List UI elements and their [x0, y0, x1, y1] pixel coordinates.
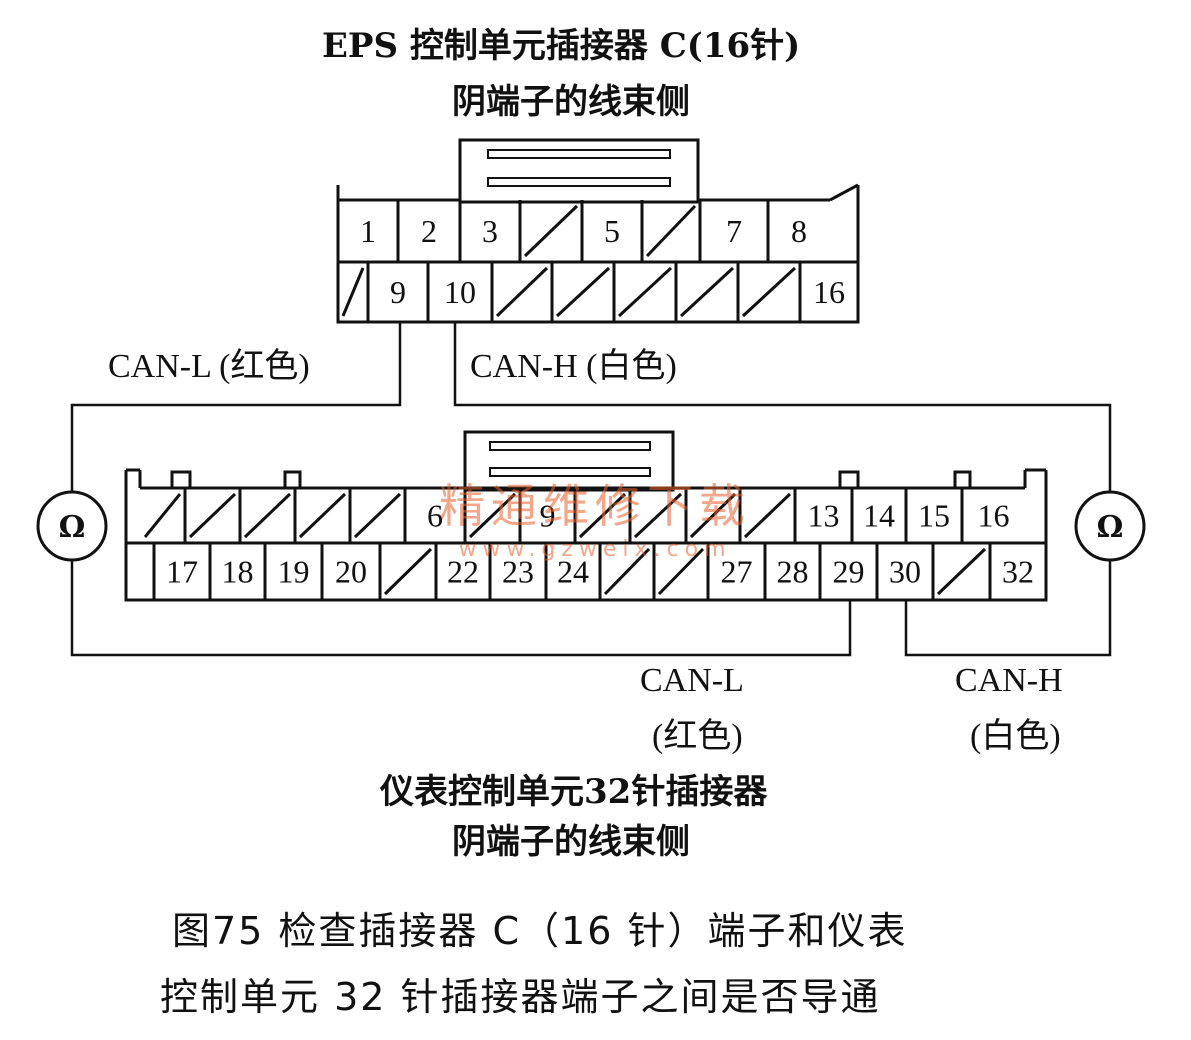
bottom-empty-slot — [383, 547, 433, 596]
bottom-empty-slot — [298, 492, 347, 539]
bottom-empty-slot — [188, 492, 237, 539]
top-empty-slot — [523, 204, 579, 258]
top-pin-3: 3 — [482, 213, 498, 249]
top-empty-slot — [495, 266, 549, 318]
bottom-pin-6: 6 — [427, 498, 443, 534]
right-ohm-symbol: Ω — [1097, 510, 1124, 545]
bottom-pin-27: 27 — [721, 554, 753, 590]
left-ohmmeter — [36, 490, 108, 562]
can-l-top-label: CAN-L (红色) — [108, 348, 310, 385]
bottom-pin-13: 13 — [808, 498, 840, 534]
figure-caption-line2: 控制单元 32 针插接器端子之间是否导通 — [160, 975, 881, 1019]
bottom-pin-19: 19 — [278, 554, 310, 590]
bottom-pin-15: 15 — [918, 498, 950, 534]
left-ohm-symbol: Ω — [59, 510, 86, 545]
bottom-empty-slot — [578, 492, 627, 539]
watermark-url: www.gzweix.com — [458, 537, 731, 562]
top-pin-9: 9 — [390, 274, 406, 310]
bottom-lock-tab — [463, 430, 675, 492]
bottom-pin-29: 29 — [833, 554, 865, 590]
top-empty-slot — [741, 266, 797, 318]
bottom-empty-slot — [689, 492, 737, 539]
bottom-connector-title: 仪表控制单元32针插接器 — [380, 772, 768, 812]
can-h-bottom-wire — [904, 560, 1112, 657]
top-pin-10: 10 — [444, 274, 476, 310]
top-pin-8: 8 — [791, 213, 807, 249]
top-pin-2: 2 — [421, 213, 437, 249]
top-pin-16: 16 — [813, 274, 845, 310]
can-l-bottom-label: CAN-L — [640, 662, 744, 699]
bottom-empty-slot — [936, 547, 987, 596]
bottom-pin-9: 9 — [540, 498, 556, 534]
bottom-empty-slot — [143, 493, 182, 538]
watermark-title: 精通维修下载 — [439, 479, 751, 533]
bottom-pin-32: 32 — [1002, 554, 1034, 590]
top-empty-slot — [555, 266, 611, 318]
bottom-pin-16: 16 — [978, 498, 1010, 534]
bottom-empty-slot — [633, 492, 683, 539]
wiring — [70, 322, 1112, 657]
bottom-connector — [124, 430, 1048, 602]
bottom-pin-17: 17 — [166, 554, 198, 590]
bottom-pin-24: 24 — [557, 554, 589, 590]
top-connector-subtitle: 阴端子的线束侧 — [452, 82, 690, 122]
top-empty-slot — [645, 204, 697, 258]
bottom-empty-slot — [743, 492, 792, 539]
top-pin-7: 7 — [726, 213, 742, 249]
can-h-bottom-label: CAN-H — [955, 662, 1063, 699]
top-pin-1: 1 — [360, 213, 376, 249]
bottom-empty-slot — [353, 492, 402, 539]
right-ohmmeter — [1074, 490, 1146, 562]
figure-caption-line1: 图75 检查插接器 C（16 针）端子和仪表 — [172, 909, 908, 953]
bottom-pin-28: 28 — [777, 554, 809, 590]
bottom-pin-18: 18 — [222, 554, 254, 590]
top-empty-slot — [679, 266, 735, 318]
can-l-top-wire — [70, 322, 402, 492]
bottom-empty-slot — [468, 492, 517, 539]
top-connector — [336, 138, 860, 324]
bottom-empty-slot — [657, 547, 705, 596]
can-l-bottom-color: (红色) — [652, 718, 743, 755]
can-h-top-label: CAN-H (白色) — [470, 348, 677, 385]
top-empty-slot — [617, 266, 673, 318]
bottom-pin-22: 22 — [447, 554, 479, 590]
can-h-bottom-color: (白色) — [970, 718, 1061, 755]
bottom-pin-14: 14 — [863, 498, 895, 534]
bottom-pin-30: 30 — [889, 554, 921, 590]
top-connector-title: EPS 控制单元插接器 C(16针) — [322, 26, 801, 66]
bottom-connector-subtitle: 阴端子的线束侧 — [452, 822, 690, 862]
bottom-empty-slot — [603, 547, 651, 596]
top-empty-slot — [341, 267, 365, 317]
can-h-top-wire — [453, 322, 1112, 492]
bottom-pin-20: 20 — [335, 554, 367, 590]
top-lock-tab — [458, 138, 700, 204]
bottom-pin-23: 23 — [502, 554, 534, 590]
bottom-empty-slot — [243, 492, 292, 539]
top-pin-5: 5 — [604, 213, 620, 249]
can-l-bottom-wire — [70, 560, 852, 657]
